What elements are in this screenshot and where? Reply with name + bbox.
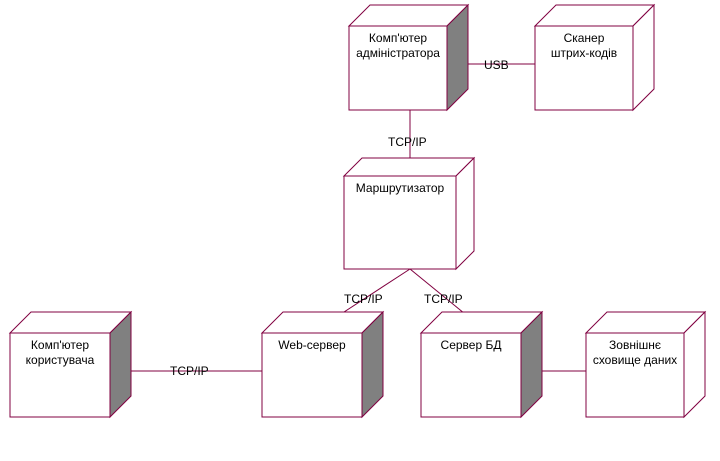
connection-labels: USB TCP/IP TCP/IP TCP/IP TCP/IP [170,58,509,378]
edge-label-user-web: TCP/IP [170,364,209,378]
node-label: адміністратора [356,46,440,60]
node-label: Маршрутизатор [356,181,445,195]
node-front-face [9,332,111,418]
node-front-face [261,332,363,418]
node-label: Сканер [564,31,605,45]
node-db-server[interactable]: Сервер БД [419,310,544,419]
node-router[interactable]: Маршрутизатор [342,156,476,271]
node-label: Сервер БД [441,338,502,352]
node-label: штрих-кодів [551,46,617,60]
node-top-face [342,157,476,177]
node-side-face [455,156,475,271]
node-label: Web-сервер [278,338,346,352]
node-front-face [348,25,448,111]
node-label: Зовнішнє [609,338,661,352]
edge-label-usb: USB [484,58,509,72]
edge-label-router-db: TCP/IP [424,292,463,306]
node-front-face [420,332,522,418]
node-label: сховище даних [593,353,677,367]
edge-label-router-web: TCP/IP [344,292,383,306]
node-label: користувача [26,353,95,367]
node-label: Комп'ютер [31,338,89,352]
node-front-face [343,175,457,270]
node-web-server[interactable]: Web-сервер [260,310,385,419]
node-front-face [585,332,685,418]
node-front-face [534,25,634,111]
node-label: Комп'ютер [369,31,427,45]
edge-label-admin-router: TCP/IP [388,135,427,149]
